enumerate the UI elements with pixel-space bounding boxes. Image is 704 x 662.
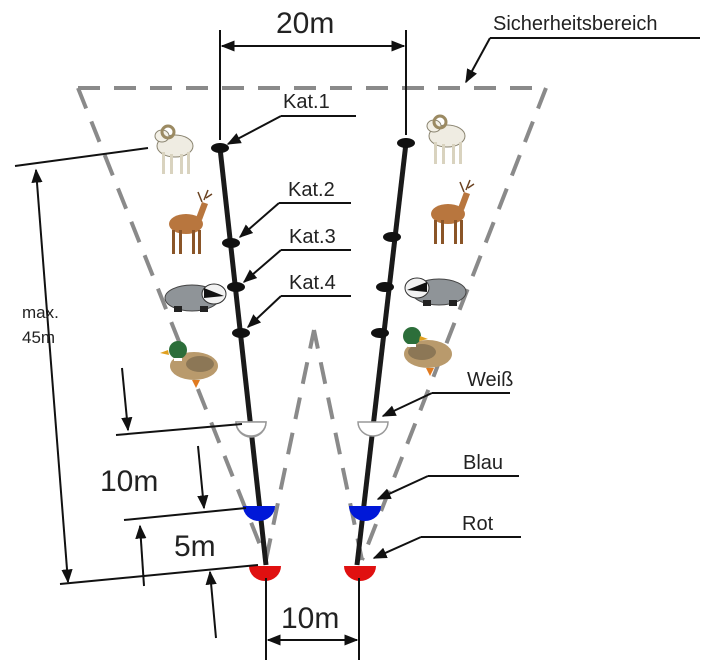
kat3-label: Kat.3 xyxy=(289,226,336,248)
safety-zone-label: Sicherheitsbereich xyxy=(493,13,658,35)
red-markers xyxy=(249,566,376,581)
marker-color-leaders xyxy=(372,392,521,559)
deer-icon xyxy=(431,179,475,244)
white-label: Weiß xyxy=(467,369,513,391)
dist-5m-label: 5m xyxy=(174,530,216,563)
dimension-max xyxy=(14,147,259,585)
white-markers xyxy=(235,421,389,438)
safety-zone-leader xyxy=(465,37,700,84)
blue-markers xyxy=(243,506,381,521)
width-bottom-label: 10m xyxy=(281,602,339,635)
max-label-line2: 45m xyxy=(22,328,55,347)
dimension-top xyxy=(219,30,407,140)
blue-label: Blau xyxy=(463,452,503,474)
lane-lines xyxy=(217,142,409,566)
kat4-label: Kat.4 xyxy=(289,272,336,294)
dimension-bottom xyxy=(265,578,360,660)
dimension-5m xyxy=(135,524,217,639)
ram-icon xyxy=(154,124,194,174)
duck-icon xyxy=(160,341,218,388)
category-leaders xyxy=(226,115,356,328)
kat2-label: Kat.2 xyxy=(288,179,335,201)
badger-icon xyxy=(404,277,467,306)
kat1-label: Kat.1 xyxy=(283,91,330,113)
dist-10m-label: 10m xyxy=(100,465,158,498)
duck-icon xyxy=(403,327,452,376)
ram-icon xyxy=(426,114,466,164)
red-label: Rot xyxy=(462,513,494,535)
safety-zone-outline xyxy=(76,86,548,561)
category-markers xyxy=(211,138,415,338)
dimension-10m xyxy=(115,367,247,521)
max-label-line1: max. xyxy=(22,303,59,322)
badger-icon xyxy=(164,283,227,312)
width-top-label: 20m xyxy=(276,7,334,40)
deer-icon xyxy=(169,189,213,254)
